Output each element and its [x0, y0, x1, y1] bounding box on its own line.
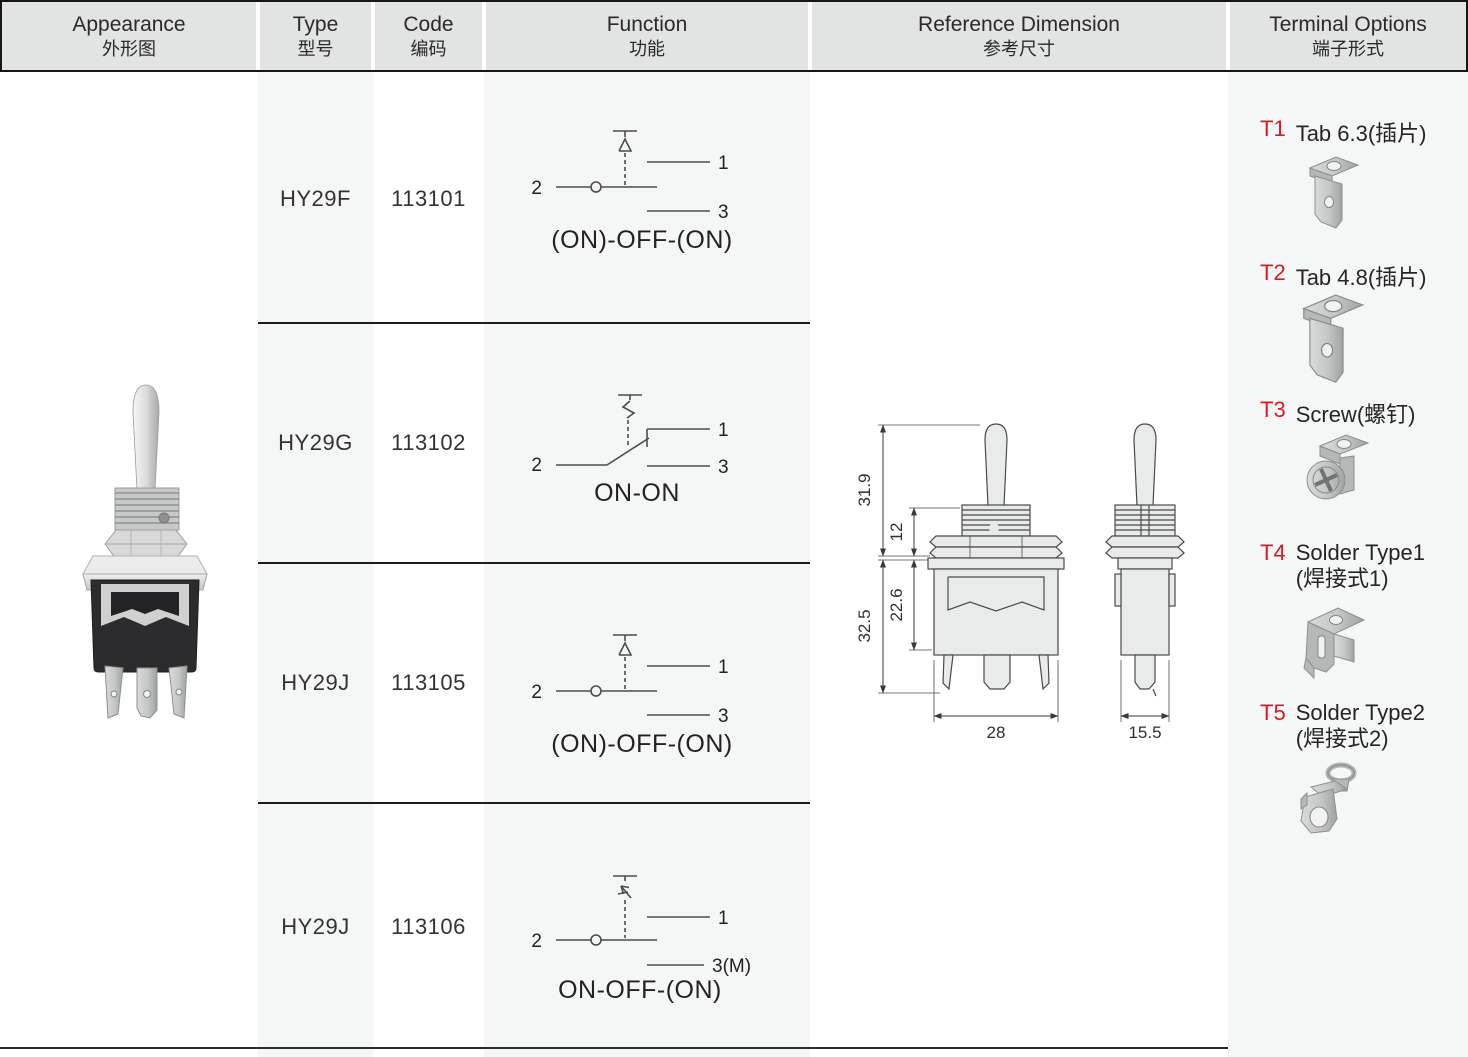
terminal-id: T4 — [1260, 540, 1286, 565]
switch-bushing — [114, 487, 180, 531]
header-cell-terminal-options: Terminal Options 端子形式 — [1230, 2, 1466, 70]
side-view — [1105, 423, 1185, 697]
header-type-en: Type — [292, 12, 339, 36]
pin-label-1: 1 — [718, 420, 729, 441]
terminal-image-solder1 — [1303, 607, 1366, 680]
terminal-id: T3 — [1260, 397, 1286, 422]
pin-label-2: 2 — [531, 682, 542, 703]
terminal-id: T5 — [1260, 700, 1286, 725]
header-terminal-en: Terminal Options — [1269, 12, 1427, 36]
function-label: ON-ON — [594, 479, 680, 507]
terminal-image-screw — [1306, 434, 1370, 500]
terminal-option-t2-label: T2 Tab 4.8(插片) — [1260, 260, 1427, 292]
switch-body — [90, 579, 200, 673]
dim-bushing-height: 12 — [887, 523, 906, 542]
type-cell: HY29J — [281, 914, 350, 939]
pin-label-3: 3 — [718, 706, 729, 727]
pin-label-3: 3 — [718, 457, 729, 478]
header-cell-type: Type 型号 — [260, 2, 371, 70]
terminal-id: T2 — [1260, 260, 1286, 285]
terminal-image-solder2 — [1300, 762, 1357, 834]
terminal-option-t1-label: T1 Tab 6.3(插片) — [1260, 116, 1427, 148]
type-cell: HY29G — [278, 430, 353, 455]
switch-appearance-image — [82, 384, 208, 719]
pin-label-3: 3 — [718, 202, 729, 223]
pin-label-1: 1 — [718, 908, 729, 929]
header-type-zh: 型号 — [297, 38, 334, 59]
row-separator-2 — [258, 562, 810, 564]
function-label: ON-OFF-(ON) — [558, 976, 722, 1004]
pin-label-2: 2 — [531, 455, 542, 476]
terminal-name: Screw(螺钉) — [1295, 402, 1416, 427]
header-bottom-border — [0, 70, 1468, 72]
dimension-lines: 31.9 12 32.5 22.6 28 15.5 — [855, 424, 1170, 742]
header-cell-code: Code 编码 — [375, 2, 482, 70]
dim-body-total-height: 32.5 — [855, 609, 874, 642]
terminal-id: T1 — [1260, 116, 1286, 141]
row-separator-3 — [258, 802, 810, 804]
front-view — [927, 423, 1065, 691]
row-separator-bottom — [0, 1047, 1228, 1049]
pin-label-1: 1 — [718, 657, 729, 678]
function-diagram-row1: 2 1 3 (ON)-OFF-(ON) — [531, 130, 732, 254]
pin-label-2: 2 — [531, 178, 542, 199]
header-refdim-zh: 参考尺寸 — [983, 38, 1055, 59]
header-code-en: Code — [403, 12, 454, 36]
code-cell: 113105 — [391, 670, 466, 695]
terminal-image-tab63 — [1308, 156, 1360, 229]
header-cell-function: Function 功能 — [486, 2, 808, 70]
row-separator-1 — [258, 322, 810, 324]
terminal-option-t3-label: T3 Screw(螺钉) — [1260, 397, 1415, 429]
function-label: (ON)-OFF-(ON) — [551, 730, 732, 758]
type-cell: HY29F — [280, 186, 351, 211]
terminal-name: Tab 6.3(插片) — [1295, 121, 1427, 146]
header-appearance-zh: 外形图 — [102, 38, 156, 59]
terminal-option-t5-label: T5 Solder Type2 (焊接式2) — [1260, 700, 1425, 753]
header-appearance-en: Appearance — [72, 12, 186, 36]
header-cell-reference-dimension: Reference Dimension 参考尺寸 — [812, 2, 1226, 70]
table-left-border — [0, 0, 2, 72]
header-code-zh: 编码 — [410, 38, 447, 59]
pin-label-1: 1 — [718, 153, 729, 174]
dim-overall-height: 31.9 — [855, 473, 874, 506]
function-diagram-row2: 2 1 3 ON-ON — [531, 394, 729, 507]
reference-dimension-drawing: 31.9 12 32.5 22.6 28 15.5 — [855, 423, 1185, 742]
header-refdim-en: Reference Dimension — [918, 12, 1120, 36]
code-cell: 113101 — [391, 186, 466, 211]
switch-terminals — [104, 665, 188, 719]
terminal-column-background — [1228, 72, 1468, 1057]
pin-label-2: 2 — [531, 931, 542, 952]
header-terminal-zh: 端子形式 — [1312, 38, 1384, 59]
type-cell: HY29J — [281, 670, 350, 695]
header-function-zh: 功能 — [629, 38, 665, 59]
type-column-background — [258, 72, 373, 1057]
function-label: (ON)-OFF-(ON) — [551, 226, 732, 254]
switch-lever — [132, 384, 160, 491]
terminal-image-tab48 — [1302, 294, 1365, 383]
table-top-border — [0, 0, 1468, 2]
dim-body-depth: 15.5 — [1128, 723, 1161, 742]
table-right-border — [1466, 0, 1468, 72]
dim-body-width: 28 — [987, 723, 1006, 742]
function-diagram-row3: 2 1 3 (ON)-OFF-(ON) — [531, 634, 732, 758]
header-function-en: Function — [606, 12, 688, 36]
terminal-name: Solder Type2 (焊接式2) — [1295, 700, 1425, 752]
terminal-option-t4-label: T4 Solder Type1 (焊接式1) — [1260, 540, 1425, 593]
terminal-name: Solder Type1 (焊接式1) — [1295, 540, 1425, 592]
function-column-background — [484, 72, 810, 1057]
switch-hex-nut — [104, 529, 188, 560]
dim-body-height: 22.6 — [887, 588, 906, 621]
header-cell-appearance: Appearance 外形图 — [2, 2, 256, 70]
terminal-name: Tab 4.8(插片) — [1295, 265, 1427, 290]
function-diagram-row4: 2 1 3(M) ON-OFF-(ON) — [531, 875, 751, 1004]
code-cell: 113102 — [391, 430, 466, 455]
code-cell: 113106 — [391, 914, 466, 939]
pin-label-3m: 3(M) — [712, 956, 751, 977]
